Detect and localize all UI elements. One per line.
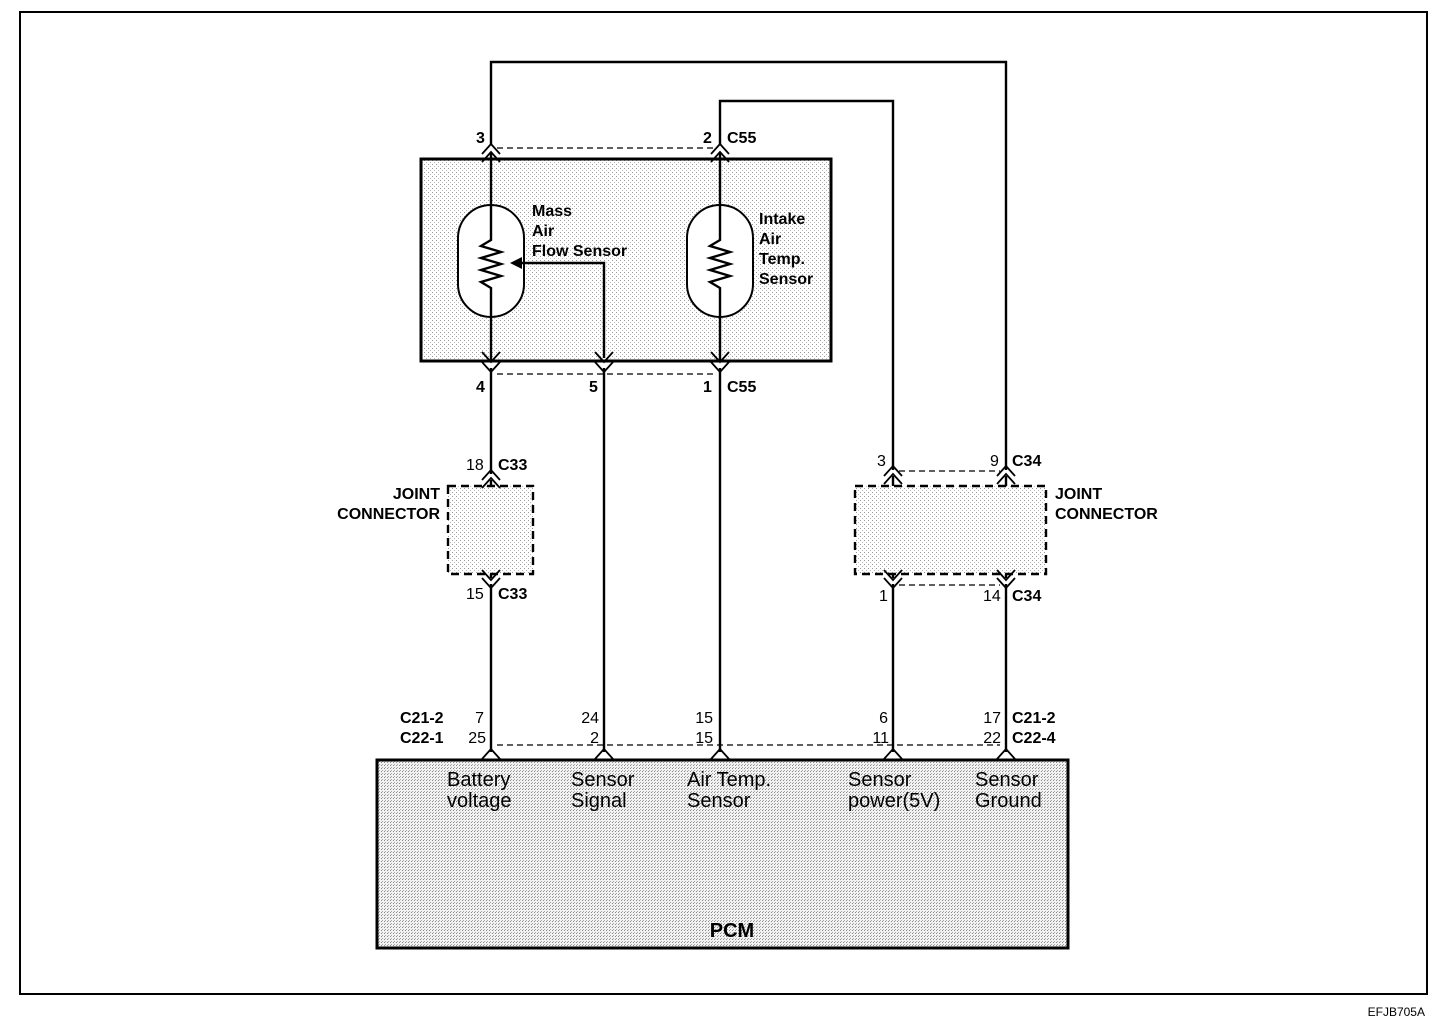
- pcm-terminal-signal-line1: Sensor: [571, 769, 635, 791]
- pcm-terminal-ground-line1: Sensor: [975, 769, 1039, 791]
- c55-bottom-name: C55: [727, 379, 756, 396]
- figure-code: EFJB705A: [1368, 1005, 1425, 1019]
- c34-terminals: [883, 464, 1016, 590]
- iat-label-line2: Air: [759, 231, 781, 248]
- maf-label-line3: Flow Sensor: [532, 243, 627, 260]
- c55-top-terminals: [481, 142, 730, 163]
- c33-bottom-name: C33: [498, 586, 527, 603]
- c34-top-name: C34: [1012, 453, 1041, 470]
- c34-bottom-name: C34: [1012, 588, 1041, 605]
- pcm-title: PCM: [710, 920, 754, 942]
- pcm-pin-airtemp-row2: 15: [695, 730, 713, 747]
- pcm-pin-power-row1: 6: [879, 710, 888, 727]
- iat-label-line1: Intake: [759, 211, 805, 228]
- pcm-right-conn-row2: C22-4: [1012, 730, 1056, 747]
- pcm-pin-ground-row1: 17: [983, 710, 1001, 727]
- pcm-right-conn-row1: C21-2: [1012, 710, 1056, 727]
- joint-connector-right-line2: CONNECTOR: [1055, 506, 1158, 523]
- iat-label-line4: Sensor: [759, 271, 813, 288]
- pcm-terminal-power-line1: Sensor: [848, 769, 912, 791]
- iat-label-line3: Temp.: [759, 251, 805, 268]
- pcm-pin-signal-row1: 24: [581, 710, 599, 727]
- maf-wiper-arrow-icon: [510, 257, 522, 269]
- c33-top-name: C33: [498, 457, 527, 474]
- c33-bottom-pin: 15: [466, 586, 484, 603]
- pcm-terminal-ground-line2: Ground: [975, 790, 1042, 812]
- maf-label-line1: Mass: [532, 203, 572, 220]
- joint-connector-left-line2: CONNECTOR: [337, 506, 440, 523]
- maf-resistor-icon: [476, 230, 506, 298]
- maf-wiper-wire: [518, 261, 606, 358]
- joint-connector-left-box: [446, 484, 535, 576]
- c55-bottom-pin-iat: 1: [703, 379, 712, 396]
- diagram-frame: [19, 11, 1428, 995]
- joint-connector-right-line1: JOINT: [1055, 486, 1102, 503]
- pcm-left-conn-row2: C22-1: [400, 730, 444, 747]
- joint-connector-right-box: [853, 484, 1048, 576]
- pcm-terminal-power-line2: power(5V): [848, 790, 940, 812]
- pcm-terminal-battery-line1: Battery: [447, 769, 510, 791]
- pcm-pin-battery-row2: 25: [468, 730, 486, 747]
- pcm-box: [375, 758, 1070, 950]
- wire-iat-loop: [718, 99, 895, 470]
- pcm-pin-airtemp-row1: 15: [695, 710, 713, 727]
- pcm-terminal-airtemp-line2: Sensor: [687, 790, 751, 812]
- maf-label-line2: Air: [532, 223, 554, 240]
- pcm-left-conn-row1: C21-2: [400, 710, 444, 727]
- c55-bottom-terminals: [481, 351, 730, 374]
- c34-bottom-pin-ground: 14: [983, 588, 1001, 605]
- pcm-terminal-airtemp-line1: Air Temp.: [687, 769, 771, 791]
- intake-air-temp-sensor: [686, 204, 754, 318]
- c55-top-pin-iat: 2: [703, 130, 712, 147]
- pcm-pin-signal-row2: 2: [590, 730, 599, 747]
- joint-connector-left-line1: JOINT: [393, 486, 440, 503]
- pcm-pin-battery-row1: 7: [475, 710, 484, 727]
- wire-maf-power-loop: [489, 60, 1008, 470]
- c55-bottom-pin-signal: 5: [589, 379, 598, 396]
- c55-top-pin-maf: 3: [476, 130, 485, 147]
- c33-terminals: [481, 468, 501, 590]
- c34-top-pin-power: 3: [877, 453, 886, 470]
- c55-bottom-pin-maf: 4: [476, 379, 485, 396]
- pcm-pin-ground-row2: 22: [983, 730, 1001, 747]
- pcm-terminals: [481, 747, 1016, 760]
- c55-top-name: C55: [727, 130, 756, 147]
- c33-top-pin: 18: [466, 457, 484, 474]
- pcm-pin-power-row2: 11: [872, 730, 889, 747]
- pcm-terminal-signal-line2: Signal: [571, 790, 627, 812]
- c34-bottom-pin-power: 1: [879, 588, 888, 605]
- iat-resistor-icon: [705, 230, 735, 298]
- pcm-terminal-battery-line2: voltage: [447, 790, 512, 812]
- c34-top-pin-ground: 9: [990, 453, 999, 470]
